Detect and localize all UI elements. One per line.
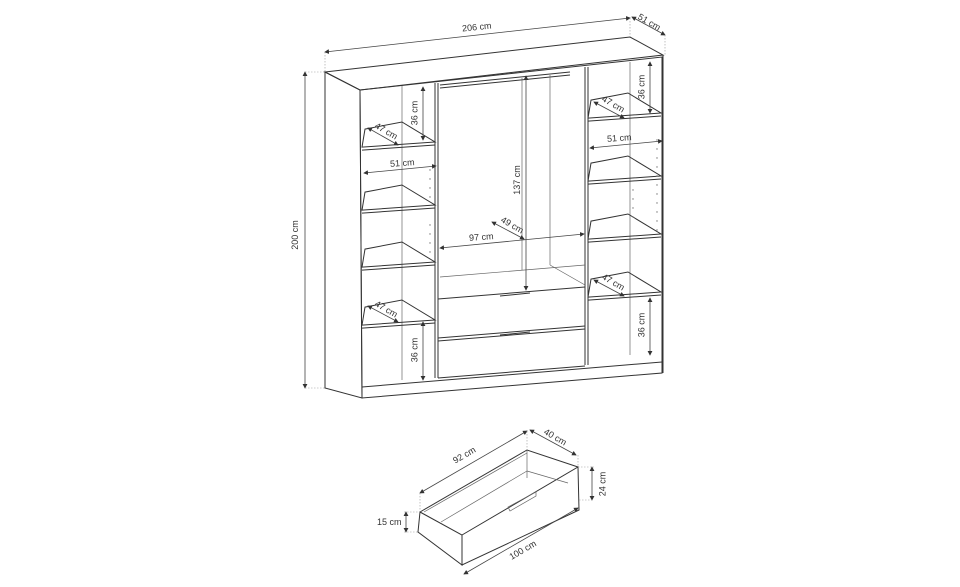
middle-width-label: 97 cm (468, 231, 494, 243)
height-label: 200 cm (289, 220, 300, 250)
shelf (587, 213, 663, 240)
shelf (361, 121, 437, 148)
shelf-peg-hole (429, 187, 431, 189)
shelf-peg-hole (429, 169, 431, 171)
shelf-peg-hole (429, 242, 431, 244)
left-width-label: 51 cm (389, 157, 415, 169)
drawer-drawing (417, 449, 580, 566)
left-top-height-label: 36 cm (409, 100, 420, 126)
shelf-peg-hole (656, 166, 658, 168)
shelf-peg-hole (656, 175, 658, 177)
shelf (587, 155, 663, 182)
shelf-peg-hole (656, 139, 658, 141)
shelf-peg-hole (429, 233, 431, 235)
drawer-dimensions (403, 429, 595, 575)
shelf (587, 92, 663, 119)
shelf-edge (587, 236, 662, 243)
shelf-peg-hole (656, 148, 658, 150)
shelf-edge (587, 294, 662, 301)
shelf-peg-hole (429, 196, 431, 198)
shelf-edge (361, 207, 436, 214)
drawer-side-height-label: 15 cm (377, 517, 402, 527)
shelf-peg-hole (656, 184, 658, 186)
shelf-edge (587, 178, 662, 185)
shelf (361, 299, 437, 326)
shelf-peg-hole (429, 178, 431, 180)
shelf-peg-hole (656, 202, 658, 204)
shelf-peg-hole (632, 198, 634, 200)
shelf-peg-hole (656, 211, 658, 213)
shelf-edge (361, 144, 436, 151)
middle-height-label: 137 cm (511, 165, 522, 195)
shelf-edge (587, 115, 662, 122)
shelf-peg-hole (656, 220, 658, 222)
wardrobe-body (323, 36, 665, 399)
right-bottom-height-label: 36 cm (636, 312, 647, 338)
shelf-peg-hole (429, 251, 431, 253)
shelf-peg-hole (656, 157, 658, 159)
right-width-label: 51 cm (606, 132, 632, 144)
shelf-peg-hole (656, 229, 658, 231)
shelf (361, 241, 437, 268)
shelf-peg-hole (632, 189, 634, 191)
shelf-peg-hole (632, 216, 634, 218)
shelf-edge (361, 322, 436, 329)
right-top-height-label: 36 cm (636, 74, 647, 100)
drawer-front-height-label: 24 cm (597, 471, 608, 497)
shelf-edge (361, 264, 436, 271)
shelf-peg-hole (632, 207, 634, 209)
wardrobe-dimensions (302, 16, 666, 389)
shelf-peg-hole (429, 224, 431, 226)
left-bottom-height-label: 36 cm (409, 337, 420, 363)
shelf (587, 271, 663, 298)
shelf-peg-hole (656, 193, 658, 195)
shelf (361, 184, 437, 211)
